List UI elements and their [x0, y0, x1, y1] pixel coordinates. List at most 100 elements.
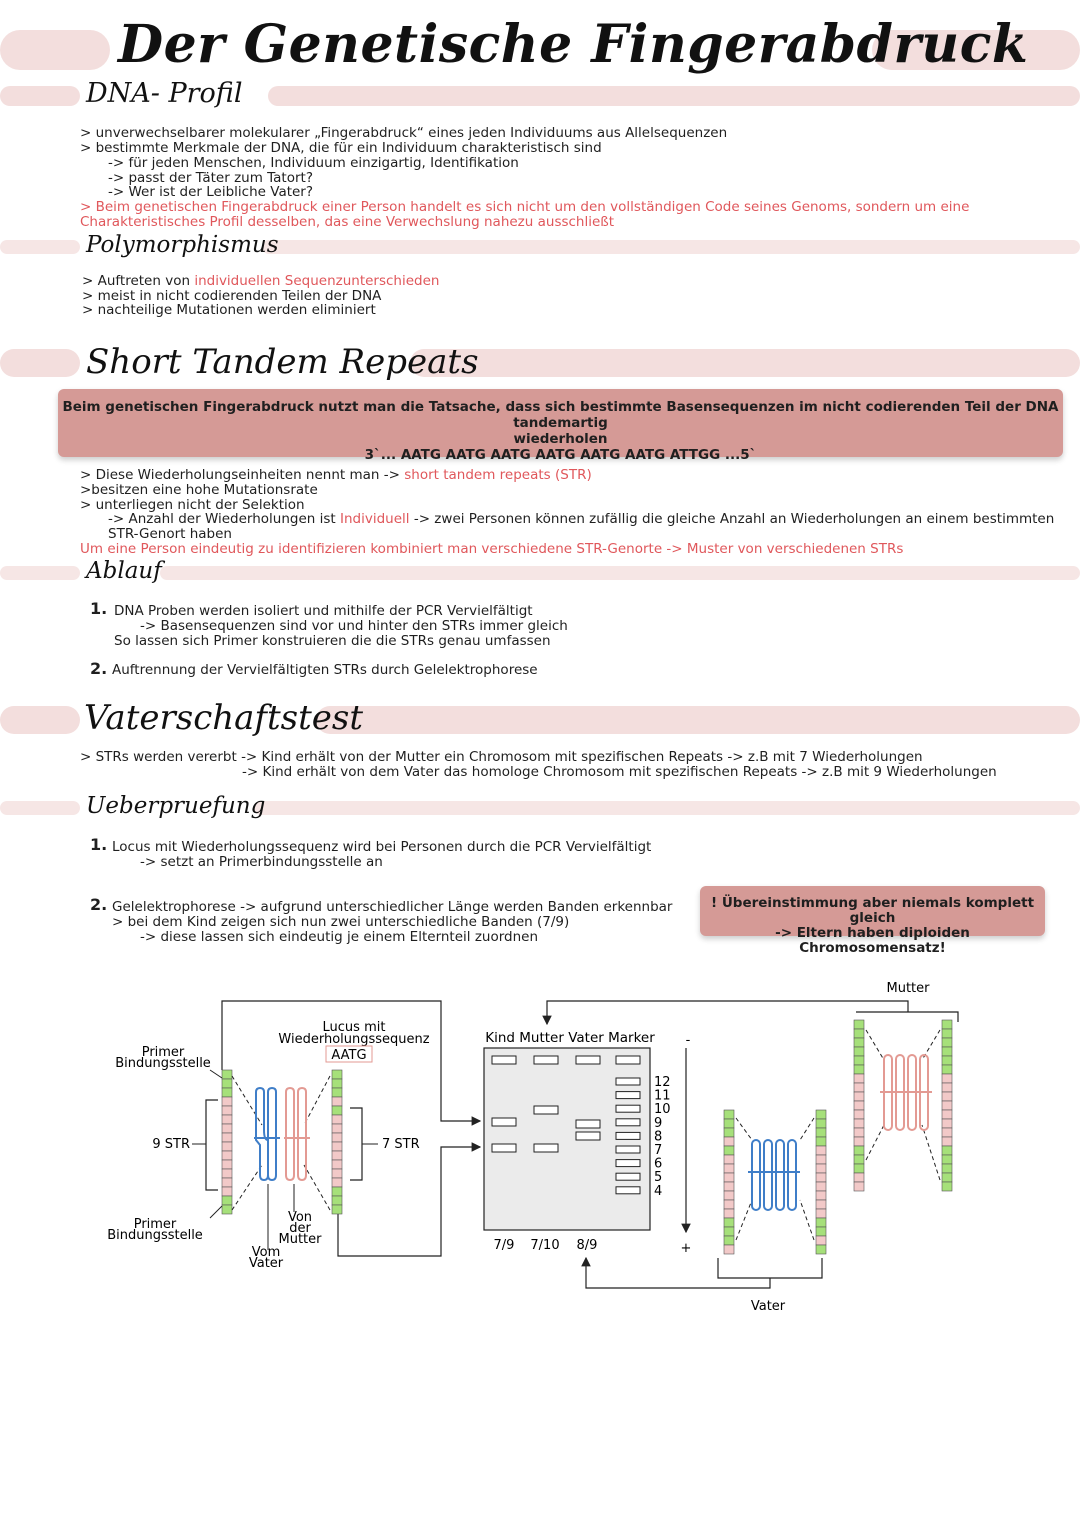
strand-segment — [815, 1226, 827, 1237]
strand-segment — [853, 1064, 865, 1075]
connector-line — [542, 1000, 909, 1026]
strand-segment — [221, 1168, 233, 1179]
strand-segment — [723, 1190, 735, 1201]
father-strand — [815, 1109, 827, 1255]
strand-segment — [723, 1109, 735, 1120]
marker-band — [615, 1159, 641, 1168]
note-line: ! Übereinstimmung aber niemals komplett … — [710, 895, 1035, 926]
section-heading-ueberpruefung: Ueberpruefung — [86, 793, 266, 819]
strand-segment — [723, 1145, 735, 1156]
strand-segment — [815, 1172, 827, 1183]
strand-segment — [941, 1064, 953, 1075]
gel-band — [533, 1105, 559, 1115]
strand-segment — [221, 1087, 233, 1098]
str7-label: 7 STR — [382, 1137, 420, 1152]
strand-segment — [331, 1069, 343, 1080]
marker-label: 10 — [654, 1102, 671, 1117]
strand-segment — [853, 1019, 865, 1030]
text-line: -> diese lassen sich eindeutig je einem … — [140, 929, 539, 945]
strand-segment — [331, 1159, 343, 1170]
text-line: > unverwechselbarer molekularer „Fingera… — [80, 125, 728, 141]
strand-segment — [723, 1118, 735, 1129]
note-box: ! Übereinstimmung aber niemals komplett … — [700, 886, 1045, 956]
marker-label: 8 — [654, 1129, 662, 1144]
text-line: -> passt der Täter zum Tatort? — [108, 170, 313, 186]
text-line: >besitzen eine hohe Mutationsrate — [80, 482, 318, 498]
primer-label-bottom: Bindungsstelle — [107, 1228, 203, 1243]
strand-segment — [221, 1195, 233, 1206]
strand-segment — [331, 1078, 343, 1089]
strand-segment — [941, 1145, 953, 1156]
text-line: -> Wer ist der Leibliche Vater? — [108, 184, 314, 200]
step-number: 1. — [90, 599, 108, 618]
strand-segment — [853, 1091, 865, 1102]
strand-segment — [723, 1181, 735, 1192]
strand-segment — [815, 1217, 827, 1228]
strand-segment — [941, 1055, 953, 1066]
text-line-highlight: > Beim genetischen Fingerabdruck einer P… — [80, 199, 970, 215]
strand-segment — [331, 1087, 343, 1098]
step-number: 1. — [90, 835, 108, 854]
mother-chromosome-icon — [880, 1054, 932, 1131]
strand-segment — [853, 1127, 865, 1138]
strand-segment — [221, 1150, 233, 1161]
marker-label: 9 — [654, 1116, 662, 1131]
info-box-line: Beim genetischen Fingerabdruck nutzt man… — [62, 399, 1059, 431]
text-line: DNA Proben werden isoliert und mithilfe … — [114, 603, 533, 619]
strand-segment — [723, 1136, 735, 1147]
strand-segment — [853, 1100, 865, 1111]
gel-band — [491, 1117, 517, 1127]
gel-band — [575, 1055, 601, 1065]
str9-label: 9 STR — [152, 1137, 190, 1152]
strand-segment — [853, 1136, 865, 1147]
info-box-line: wiederholen — [513, 431, 608, 447]
strand-segment — [815, 1208, 827, 1219]
gel-band — [615, 1055, 641, 1065]
father-strand — [723, 1109, 735, 1255]
marker-band — [615, 1131, 641, 1140]
minus-label: - — [686, 1033, 691, 1048]
connector-line — [337, 1142, 482, 1257]
marker-label: 11 — [654, 1089, 671, 1104]
sequence-text: 3`... AATG AATG AATG AATG AATG AATG ATTG… — [364, 447, 757, 463]
strand-segment — [853, 1163, 865, 1174]
strand-segment — [941, 1100, 953, 1111]
marker-band — [615, 1172, 641, 1181]
marker-band — [615, 1145, 641, 1154]
strand-segment — [853, 1082, 865, 1093]
marker-band — [615, 1104, 641, 1113]
plus-label: + — [681, 1241, 692, 1256]
decor-bar — [254, 801, 1080, 815]
locus-label: Lucus mit — [323, 1020, 386, 1035]
text-line: > unterliegen nicht der Selektion — [80, 497, 305, 513]
marker-label: 5 — [654, 1170, 662, 1185]
strand-segment — [723, 1235, 735, 1246]
strand-segment — [853, 1172, 865, 1183]
strand-segment — [815, 1154, 827, 1165]
strand-segment — [853, 1037, 865, 1048]
strand-segment — [221, 1069, 233, 1080]
primer-label-top: Bindungsstelle — [115, 1056, 211, 1071]
strand-segment — [221, 1204, 233, 1215]
strand-segment — [941, 1163, 953, 1174]
gel-header: Kind Mutter Vater Marker — [485, 1030, 655, 1046]
strand-segment — [815, 1244, 827, 1255]
section-heading-vaterschaftstest: Vaterschaftstest — [84, 698, 363, 738]
from-father-label: Vom — [252, 1245, 281, 1260]
strand-segment — [815, 1136, 827, 1147]
strand-segment — [853, 1181, 865, 1192]
strand-segment — [723, 1199, 735, 1210]
gel-bands — [491, 1055, 641, 1195]
strand-segment — [941, 1109, 953, 1120]
strand-segment — [331, 1123, 343, 1134]
strand-segment — [331, 1177, 343, 1188]
note-line: -> Eltern haben diploiden Chromosomensat… — [775, 925, 970, 956]
paternity-diagram: Primer Bindungsstelle Primer Bindungsste… — [107, 981, 959, 1314]
strand-segment — [221, 1177, 233, 1188]
father-chromosome-icon — [748, 1139, 800, 1211]
strand-segment — [815, 1199, 827, 1210]
strand-segment — [853, 1109, 865, 1120]
strand-segment — [853, 1073, 865, 1084]
gel-band — [575, 1131, 601, 1141]
mother-strand — [853, 1019, 865, 1192]
